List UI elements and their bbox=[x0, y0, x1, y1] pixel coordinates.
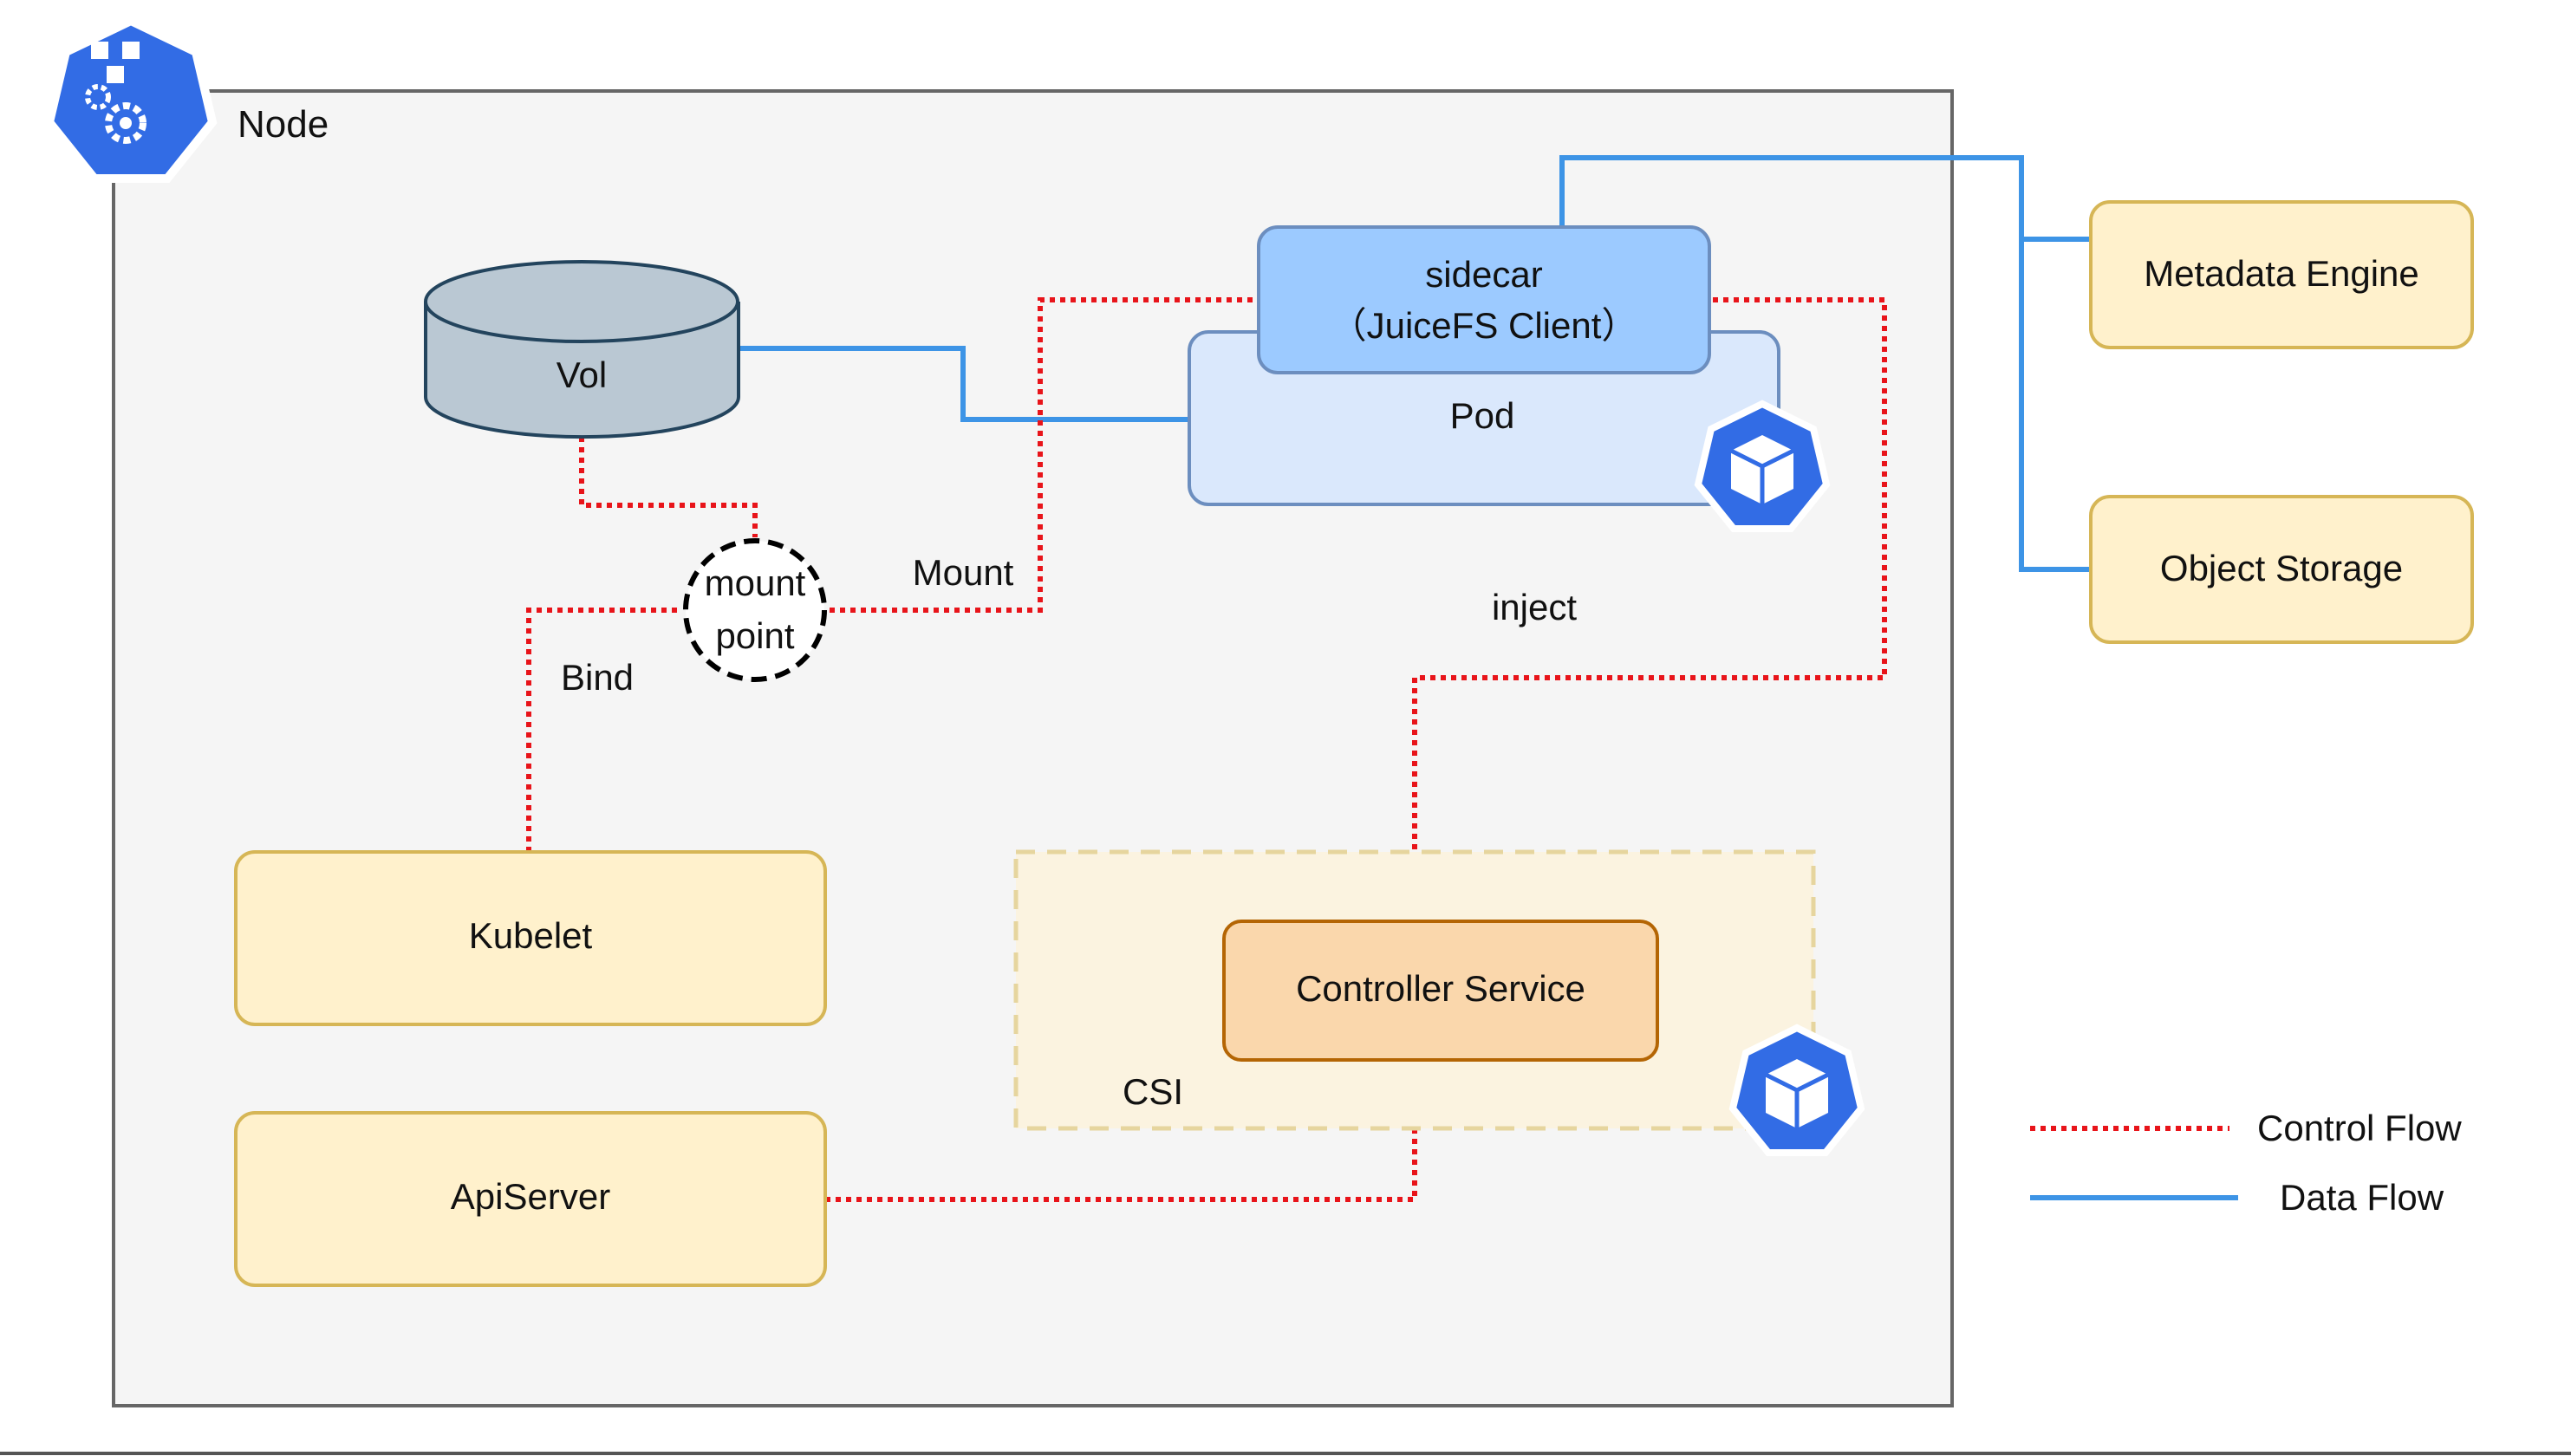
kubelet-label: Kubelet bbox=[469, 915, 593, 956]
apiserver-label: ApiServer bbox=[451, 1176, 610, 1217]
controller-service-label: Controller Service bbox=[1296, 968, 1585, 1009]
inject-line bbox=[1412, 297, 1887, 849]
storage-branch-line bbox=[2019, 239, 2091, 572]
kubelet-box bbox=[234, 850, 827, 1026]
mount-point-line2: point bbox=[715, 615, 794, 656]
vol-label: Vol bbox=[557, 354, 607, 395]
sidecar-to-storage-line bbox=[1559, 155, 2091, 242]
kubelet-bind-line bbox=[526, 608, 681, 852]
mount-point-line1: mount bbox=[705, 562, 806, 603]
kubernetes-pod-icon bbox=[1694, 400, 1831, 532]
kubernetes-pod-icon bbox=[1728, 1024, 1865, 1156]
vol-to-mountpoint-line bbox=[579, 437, 758, 537]
data-flow-lines bbox=[739, 155, 2091, 572]
inject-edge-label: inject bbox=[1492, 587, 1577, 627]
legend-data-flow-label: Data Flow bbox=[2280, 1177, 2444, 1218]
csi-label: CSI bbox=[1123, 1071, 1183, 1112]
metadata-engine-label: Metadata Engine bbox=[2144, 253, 2419, 294]
control-flow-lines bbox=[526, 297, 1887, 1202]
kubernetes-node-icon bbox=[44, 16, 218, 183]
apiserver-to-csi-line bbox=[825, 1128, 1417, 1202]
vol-to-pod-line bbox=[739, 346, 1189, 422]
controller-service-box bbox=[1222, 920, 1659, 1062]
metadata-engine-box bbox=[2089, 200, 2474, 349]
sidecar-label-line1: sidecar bbox=[1425, 254, 1542, 295]
mount-edge-label: Mount bbox=[913, 552, 1014, 593]
bind-edge-label: Bind bbox=[561, 657, 634, 698]
object-storage-label: Object Storage bbox=[2160, 548, 2403, 588]
apiserver-box bbox=[234, 1111, 827, 1287]
legend-control-flow-label: Control Flow bbox=[2257, 1108, 2462, 1148]
vol-cylinder: Vol bbox=[424, 260, 740, 439]
sidecar-label-line2: （JuiceFS Client） bbox=[1331, 305, 1638, 346]
sidecar-box bbox=[1257, 225, 1711, 374]
mount-point-circle bbox=[683, 538, 827, 682]
legend: Control Flow Data Flow bbox=[2030, 1108, 2462, 1218]
mountpoint-to-sidecar-line bbox=[830, 297, 1259, 613]
node-label: Node bbox=[238, 103, 329, 146]
object-storage-box bbox=[2089, 495, 2474, 644]
pod-label: Pod bbox=[1450, 395, 1515, 436]
